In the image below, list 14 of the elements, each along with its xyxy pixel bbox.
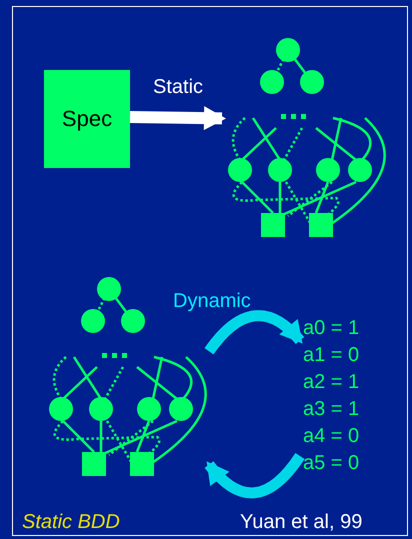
curved-arrow [204, 452, 304, 498]
edge-label: Dynamic [173, 291, 251, 311]
edge-label: Static [153, 77, 204, 97]
assignment-text: a0 = 1 [303, 318, 360, 338]
curved-arrow [204, 310, 304, 355]
arrow [130, 106, 226, 130]
assignment-text: a2 = 1 [303, 372, 360, 392]
assignment-text: a4 = 0 [303, 426, 360, 446]
assignment-text: a3 = 1 [303, 399, 360, 419]
assignment-text: a5 = 0 [303, 453, 360, 473]
citation-text: Yuan et al, 99 [240, 512, 362, 532]
assignment-text: a1 = 0 [303, 345, 360, 365]
caption-text: Static BDD [22, 512, 120, 532]
spec-box: Spec [44, 70, 130, 168]
